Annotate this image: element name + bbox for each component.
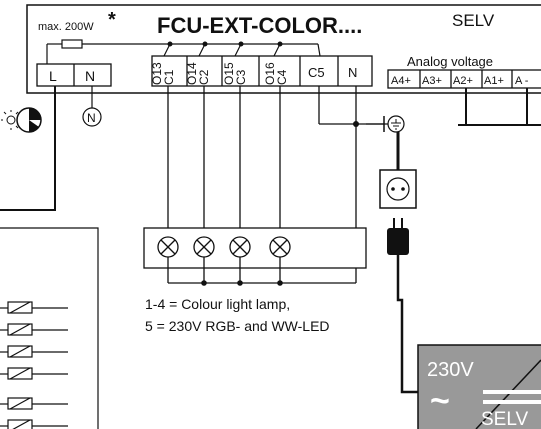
output-label-c2: C2 [197,69,211,85]
junction-dots-bottom [201,280,283,286]
terminal-n2: N [348,65,357,80]
line-wiring [0,86,56,211]
module-title: FCU-EXT-COLOR.... [157,13,362,38]
terminal-n: N [85,68,95,84]
terminal-a4: A4+ [391,75,411,87]
power-supply [417,344,541,429]
terminal-a2: A2+ [453,75,473,87]
output-label-c3: C3 [234,69,248,85]
left-device-frame [0,227,99,429]
psu-cable [396,255,430,394]
legend-line-1: 1-4 = Colour light lamp, [145,296,290,312]
junction-dots-top [167,41,283,47]
output-num-o13: O13 [150,62,164,85]
lamp-neutral-bus [167,257,356,284]
max-power-label: max. 200W [38,21,94,33]
output-num-o16: O16 [263,62,277,85]
neutral-circle-label: N [87,111,96,125]
terminal-a3: A3+ [422,75,442,87]
analog-wiring [458,88,541,126]
psu-230v-label: 230V [427,359,474,381]
asterisk: * [108,9,116,31]
terminal-blocks [36,55,541,89]
terminal-c5: C5 [308,65,325,80]
output-label-c4: C4 [275,69,289,85]
analog-voltage-label: Analog voltage [407,54,493,69]
selv-top-label: SELV [452,11,495,30]
earth-icon [366,115,405,133]
terminal-l: L [49,68,57,84]
socket-icon [379,169,417,209]
plug-icon [387,218,409,255]
light-sensor-icon [1,107,42,133]
output-wiring [167,86,398,283]
legend-line-2: 5 = 230V RGB- and WW-LED [145,318,330,334]
output-labels: C1 O13 C2 O14 C3 O15 C4 O16 [150,62,289,85]
psu-selv-label: SELV [481,409,529,429]
output-label-c1: C1 [162,69,176,85]
output-num-o15: O15 [222,62,236,85]
fuse-icon [61,39,83,49]
output-num-o14: O14 [185,62,199,85]
lamp-box [143,227,367,269]
terminal-a1: A1+ [484,75,504,87]
neutral-circle [82,107,102,127]
psu-ac-symbol: ~ [430,382,450,420]
relay-icons [0,301,68,429]
terminal-a-minus: A - [515,75,529,87]
lamp-icons [157,236,291,258]
analog-terminals: A4+ A3+ A2+ A1+ A - [391,75,529,87]
